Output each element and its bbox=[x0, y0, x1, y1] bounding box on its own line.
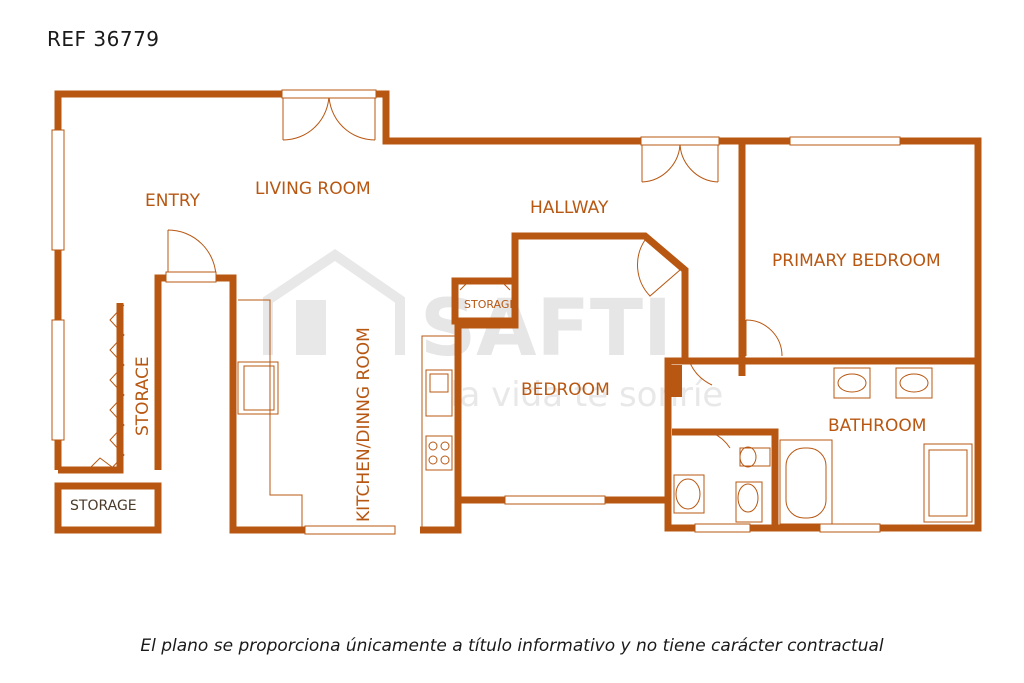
reference-number: REF 36779 bbox=[47, 27, 160, 51]
kitchen-fixtures bbox=[237, 299, 456, 528]
bathroom-fixtures bbox=[673, 367, 973, 525]
label-living-room: LIVING ROOM bbox=[255, 179, 371, 199]
disclaimer: El plano se proporciona únicamente a tít… bbox=[140, 636, 884, 656]
watermark-brand: SAFTI bbox=[420, 284, 672, 374]
room-labels: ENTRY LIVING ROOM HALLWAY PRIMARY BEDROO… bbox=[70, 179, 941, 522]
label-kitchen-dining: KITCHEN/DINNG ROOM bbox=[354, 327, 374, 522]
label-storage-bottom: STORAGE bbox=[70, 498, 137, 514]
walls bbox=[54, 90, 982, 534]
label-primary-bedroom: PRIMARY BEDROOM bbox=[772, 251, 941, 271]
label-storace: STORACE bbox=[133, 356, 153, 436]
doors bbox=[165, 89, 783, 449]
label-hallway: HALLWAY bbox=[530, 198, 609, 218]
label-bathroom: BATHROOM bbox=[828, 416, 926, 436]
label-bedroom: BEDROOM bbox=[521, 380, 610, 400]
windows bbox=[51, 129, 901, 535]
closet-doors bbox=[87, 304, 125, 471]
label-entry: ENTRY bbox=[145, 191, 201, 211]
label-storage-small: STORAGE bbox=[464, 298, 516, 311]
